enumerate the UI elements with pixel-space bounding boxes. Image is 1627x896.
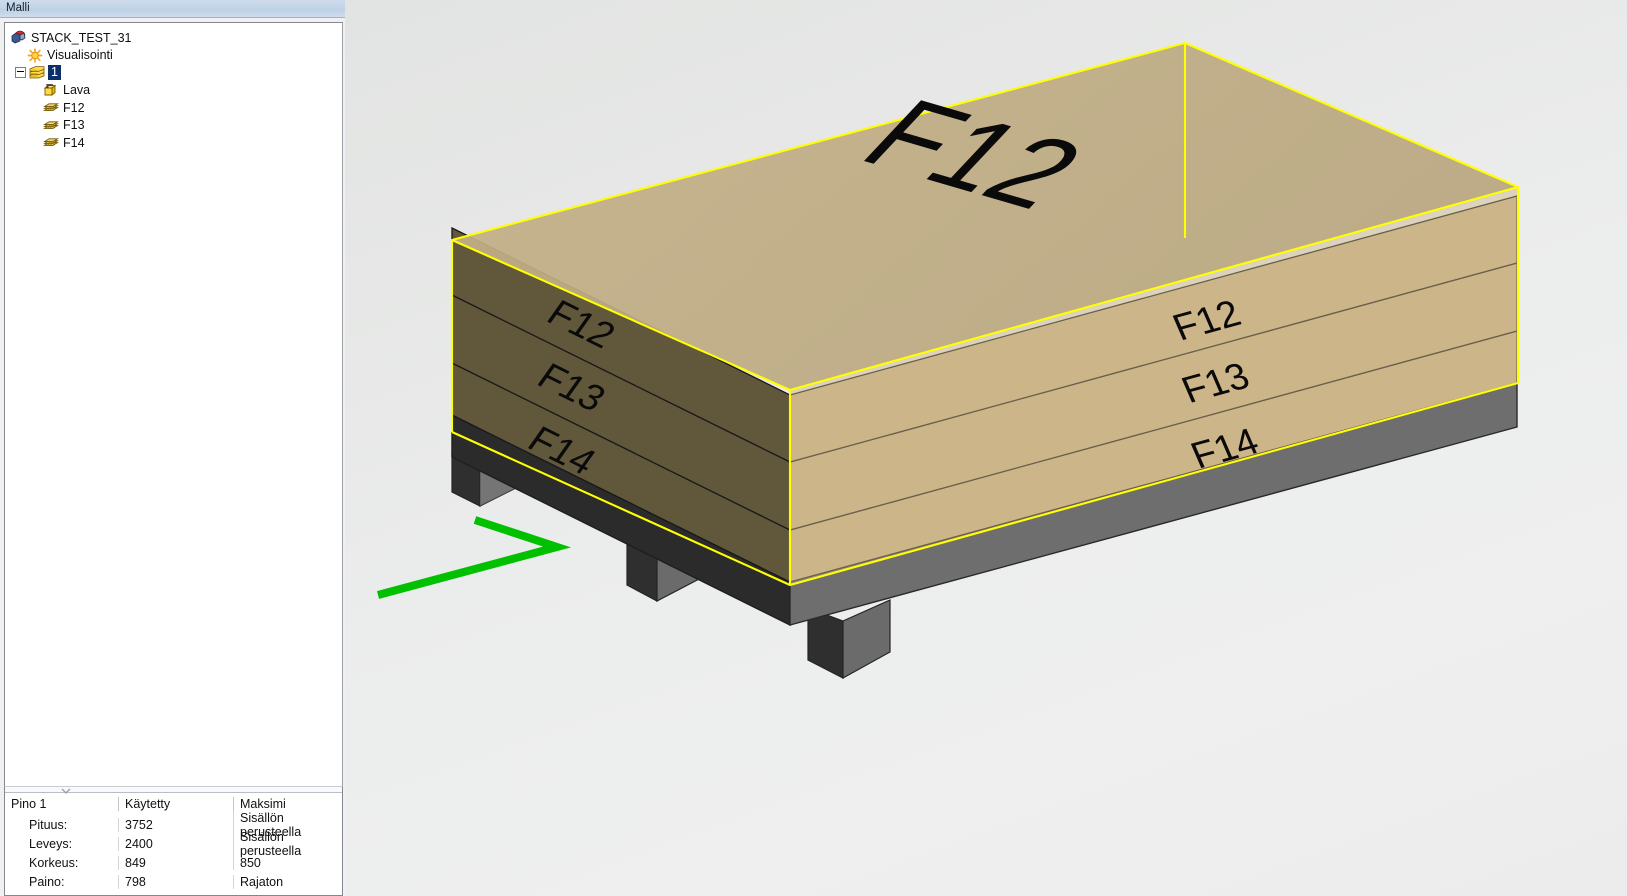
summary-max-width: Sisällön perusteella <box>233 829 342 858</box>
tree-item-f12[interactable]: F12 <box>5 99 342 117</box>
summary-header-row: Pino 1 Käytetty Maksimi <box>5 793 342 815</box>
tree-item-label-selected: 1 <box>48 65 61 81</box>
summary-header-stack: Pino 1 <box>11 797 47 811</box>
stack-summary-table: Pino 1 Käytetty Maksimi Pituus: 3752 Sis… <box>4 786 343 896</box>
table-row: Korkeus: 849 850 <box>5 853 342 872</box>
tree-item-label: F14 <box>63 135 85 150</box>
tree-item-label: STACK_TEST_31 <box>31 30 132 45</box>
summary-used-length: 3752 <box>118 817 233 832</box>
pallet-geometry <box>451 382 1518 680</box>
tree-item-visualisointi[interactable]: Visualisointi <box>5 47 342 65</box>
layer-icon <box>43 100 59 115</box>
tree-item-label: F12 <box>63 100 85 115</box>
model-tree: STACK_TEST_31 <box>5 23 342 152</box>
tree-item-label: Visualisointi <box>47 48 113 62</box>
tree-item-stack-1[interactable]: 1 <box>5 64 342 82</box>
summary-header-max: Maksimi <box>233 797 342 811</box>
tree-item-f13[interactable]: F13 <box>5 117 342 135</box>
tree-item-label: Lava <box>63 83 91 97</box>
pallet-icon <box>43 83 59 98</box>
tree-item-lava[interactable]: Lava <box>5 82 342 100</box>
selection-top-face <box>452 43 1518 390</box>
tree-item-label: F13 <box>63 118 85 132</box>
stack-3d-drawing: F12 F12 F13 F14 F12 F13 F14 <box>376 41 1520 680</box>
orientation-arrow-icon <box>376 516 571 599</box>
tree-item-f14[interactable]: F14 <box>5 134 342 152</box>
pallet-foot-front-side <box>842 599 891 680</box>
model-dock-panel: Malli STACK_TEST_31 <box>0 0 345 896</box>
summary-header-used: Käytetty <box>118 797 233 811</box>
collapse-expander-icon[interactable] <box>15 67 26 79</box>
layer-icon <box>43 118 59 133</box>
selection-bounding-box <box>450 41 1520 587</box>
selection-bottom-outline <box>451 381 1519 587</box>
summary-used-width: 2400 <box>118 836 233 851</box>
table-row: Pituus: 3752 Sisällön perusteella <box>5 810 342 839</box>
sun-icon <box>27 48 43 63</box>
panel-splitter[interactable] <box>5 787 342 794</box>
summary-used-weight: 798 <box>118 874 233 889</box>
summary-max-height: 850 <box>233 855 342 870</box>
chevron-down-icon[interactable] <box>59 783 73 794</box>
layer-icon <box>43 135 59 150</box>
summary-label-height: Korkeus: <box>29 855 79 870</box>
summary-max-length: Sisällön perusteella <box>233 810 342 839</box>
table-row: Leveys: 2400 Sisällön perusteella <box>5 829 342 858</box>
summary-max-weight: Rajaton <box>233 874 342 889</box>
model-tree-panel[interactable]: STACK_TEST_31 <box>4 22 343 786</box>
model-3d-viewport[interactable]: F12 F12 F13 F14 F12 F13 F14 <box>345 0 1627 896</box>
summary-used-height: 849 <box>118 855 233 870</box>
selection-right-face <box>790 187 1518 585</box>
dock-title: Malli <box>0 0 345 18</box>
summary-label-length: Pituus: <box>29 817 68 832</box>
summary-label-weight: Paino: <box>29 874 65 889</box>
stack-icon <box>29 65 45 80</box>
tree-item-stack-test-31[interactable]: STACK_TEST_31 <box>5 29 342 47</box>
model-icon <box>11 30 27 45</box>
summary-label-width: Leveys: <box>29 836 73 851</box>
table-row: Paino: 798 Rajaton <box>5 872 342 891</box>
